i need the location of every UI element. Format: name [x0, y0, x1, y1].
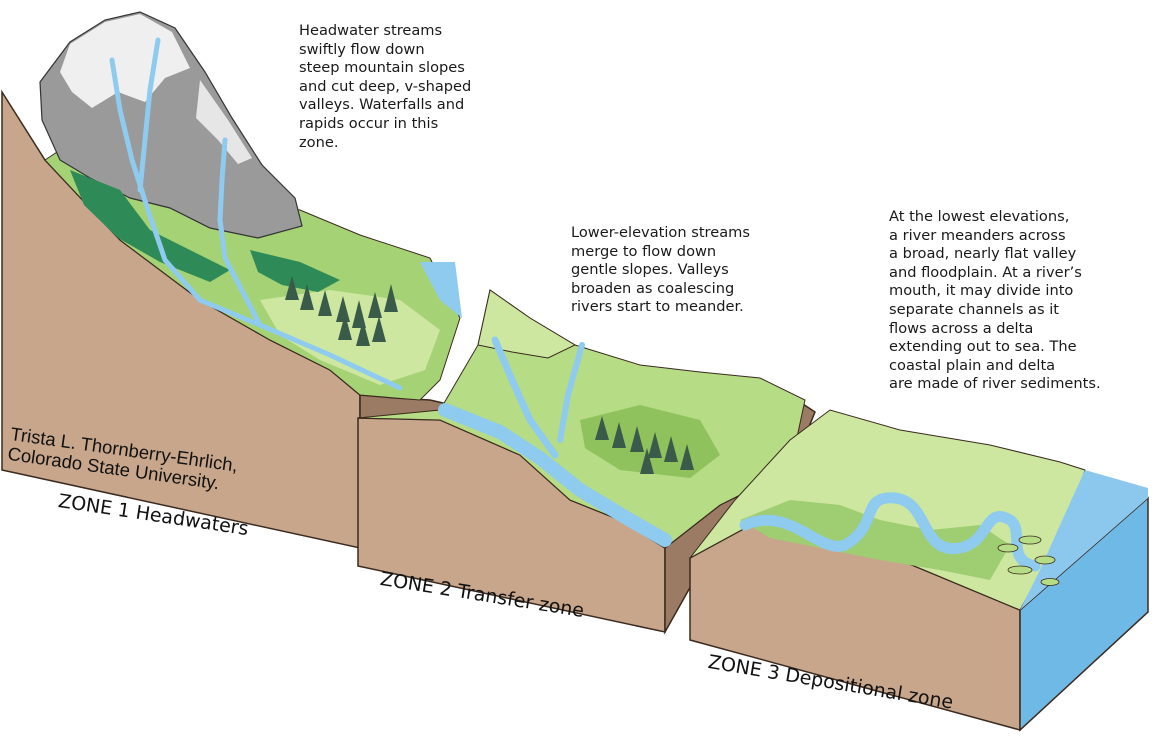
- zone-2-block: [357, 289, 816, 635]
- zone-1-forest-patch: [70, 170, 230, 282]
- zone-1-snow: [60, 14, 190, 108]
- headwaters-caption: Headwater streams swiftly flow down stee…: [299, 22, 472, 151]
- zone-3-floodplain: [740, 500, 1010, 580]
- zone-2-ridge: [477, 289, 577, 359]
- zone-1-snow-ridge: [196, 80, 252, 164]
- zone-3-sea: [1020, 470, 1148, 610]
- zone-1-streams: [109, 37, 403, 391]
- transfer-caption: Lower-elevation streams merge to flow do…: [571, 224, 750, 316]
- zone-1-stream-right: [420, 262, 462, 318]
- zone-3-delta-islands: [997, 535, 1060, 586]
- zone-1-block: [1, 11, 462, 549]
- zone-3-meander: [739, 492, 1041, 572]
- zone-1-forest-patch-2: [250, 250, 340, 292]
- zone-3-sea-edge: [1019, 496, 1149, 732]
- zone-1-trees: [285, 276, 398, 346]
- depositional-caption: At the lowest elevations, a river meande…: [889, 208, 1101, 393]
- zone-2-trees: [595, 416, 694, 474]
- zone-3-block: [689, 409, 1149, 732]
- zone-2-river: [438, 336, 672, 547]
